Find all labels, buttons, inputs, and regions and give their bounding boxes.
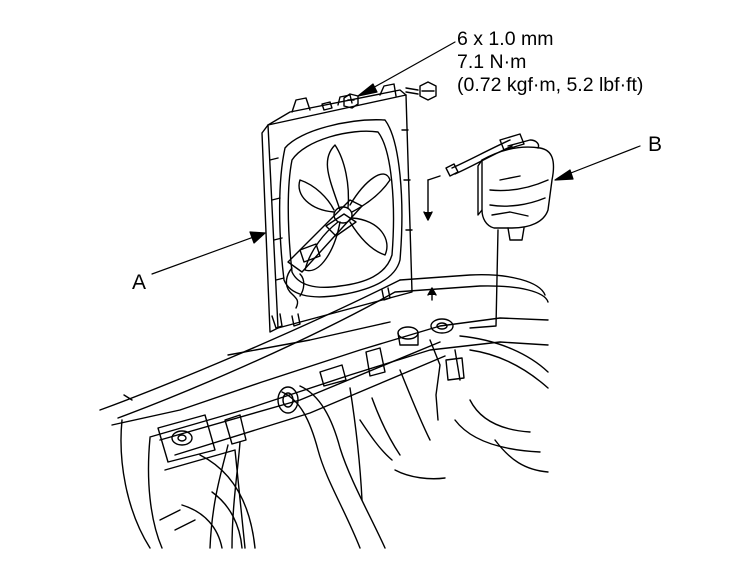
bolt-size-text: 6 x 1.0 mm [457, 28, 554, 50]
install-arrows [424, 176, 440, 300]
torque-spec-block: 6 x 1.0 mm 7.1 N·m (0.72 kgf·m, 5.2 lbf·… [457, 28, 643, 97]
callout-b-label: B [648, 133, 663, 156]
torque-alt-units-text: (0.72 kgf·m, 5.2 lbf·ft) [457, 74, 644, 96]
engine-bay [100, 275, 548, 548]
radiator-fan-assembly [262, 84, 412, 332]
mounting-bolts [344, 82, 436, 108]
arrowhead-spec [358, 84, 377, 96]
arrowhead-b [555, 170, 573, 180]
leader-lines [152, 42, 640, 274]
coolant-reservoir [446, 134, 554, 328]
torque-nm-text: 7.1 N·m [457, 51, 527, 73]
arrowhead-a [250, 232, 265, 243]
callout-a-label: A [132, 271, 147, 294]
